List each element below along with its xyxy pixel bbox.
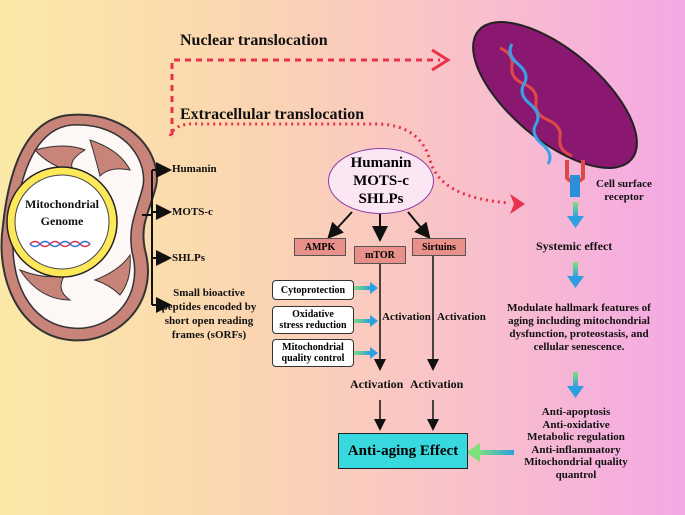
peptide-ellipse: Humanin MOTS-c SHLPs: [328, 148, 434, 214]
outcomes-list: Anti-apoptosis Anti-oxidative Metabolic …: [506, 406, 646, 481]
systemic-effect-label: Systemic effect: [536, 239, 613, 253]
outcome-to-effect-arrow: [466, 443, 514, 462]
mito-qc-line: Mitochondrial: [282, 342, 344, 353]
modulate-line: Modulate hallmark features of: [507, 302, 651, 314]
mtor-box: mTOR: [354, 246, 406, 264]
modulate-line: aging including mitochondrial: [508, 315, 650, 327]
outcome-item: Mitochondrial quality: [524, 456, 628, 468]
extracellular-translocation-label: Extracellular translocation: [180, 106, 365, 123]
extracellular-translocation-arrow: [168, 122, 511, 205]
sorfs-line: short open reading: [164, 315, 254, 327]
modulate-line: dysfunction, proteostasis, and: [509, 328, 649, 340]
activation-bottom-left-label: Activation: [350, 377, 404, 391]
outcome-item: Metabolic regulation: [527, 431, 625, 443]
outcome-item: quantrol: [555, 468, 597, 481]
function-arrows: [354, 282, 378, 359]
nuclear-arrowhead-icon: [431, 48, 451, 72]
oxidative-stress-box: Oxidative stress reduction: [272, 306, 354, 334]
ellipse-line: Humanin: [350, 155, 412, 171]
ellipse-line: SHLPs: [358, 191, 404, 207]
modulate-line: cellular senescence.: [533, 341, 625, 353]
peptide-bracket: [142, 162, 172, 313]
outcome-item: Anti-oxidative: [542, 418, 610, 431]
ellipse-line: MOTS-c: [353, 173, 409, 189]
activation-sirtuins-label: Activation: [437, 311, 486, 323]
receptor-line1: Cell surface: [596, 178, 652, 190]
nuclear-translocation-label: Nuclear translocation: [180, 32, 328, 49]
receptor-line2: receptor: [604, 191, 644, 203]
nucleus-icon: [472, 21, 638, 169]
peptide-humanin: Humanin: [172, 163, 217, 175]
ampk-box: AMPK: [294, 238, 346, 256]
right-column-arrows: [567, 202, 584, 398]
mitochondrion-icon: [0, 113, 158, 342]
cytoprotection-box: Cytoprotection: [272, 280, 354, 300]
receptor-label: Cell surface receptor: [584, 178, 664, 204]
activation-mtor-label: Activation: [382, 311, 431, 323]
sirtuins-box: Sirtuins: [412, 238, 466, 256]
sorfs-line: Small bioactive: [173, 287, 245, 299]
sorfs-line: peptides encoded by: [161, 301, 257, 313]
genome-line1: Mitochondrial: [25, 197, 99, 211]
peptide-shlps: SHLPs: [172, 252, 206, 264]
nuclear-translocation-arrow: [170, 58, 440, 135]
activation-lines: [374, 256, 439, 431]
anti-aging-effect-box: Anti-aging Effect: [338, 433, 468, 469]
mito-qc-box: Mitochondrial quality control: [272, 339, 354, 367]
genome-line2: Genome: [40, 214, 84, 228]
modulate-text: Modulate hallmark features of aging incl…: [486, 302, 672, 354]
peptide-sorfs: Small bioactive peptides encoded by shor…: [150, 286, 268, 342]
oxidative-line: stress reduction: [279, 320, 347, 331]
mito-qc-line: quality control: [281, 353, 345, 364]
extracellular-arrowhead-icon: [510, 194, 525, 214]
genome-label: Mitochondrial Genome: [14, 196, 110, 230]
pathway-arrows: [327, 211, 431, 242]
sorfs-line: frames (sORFs): [171, 329, 247, 341]
outcome-item: Anti-inflammatory: [531, 443, 621, 456]
activation-bottom-right-label: Activation: [410, 377, 464, 391]
outcome-item: Anti-apoptosis: [541, 406, 611, 418]
receptor-icon: [565, 160, 585, 197]
peptide-mots-c: MOTS-c: [172, 206, 213, 218]
oxidative-line: Oxidative: [292, 309, 334, 320]
